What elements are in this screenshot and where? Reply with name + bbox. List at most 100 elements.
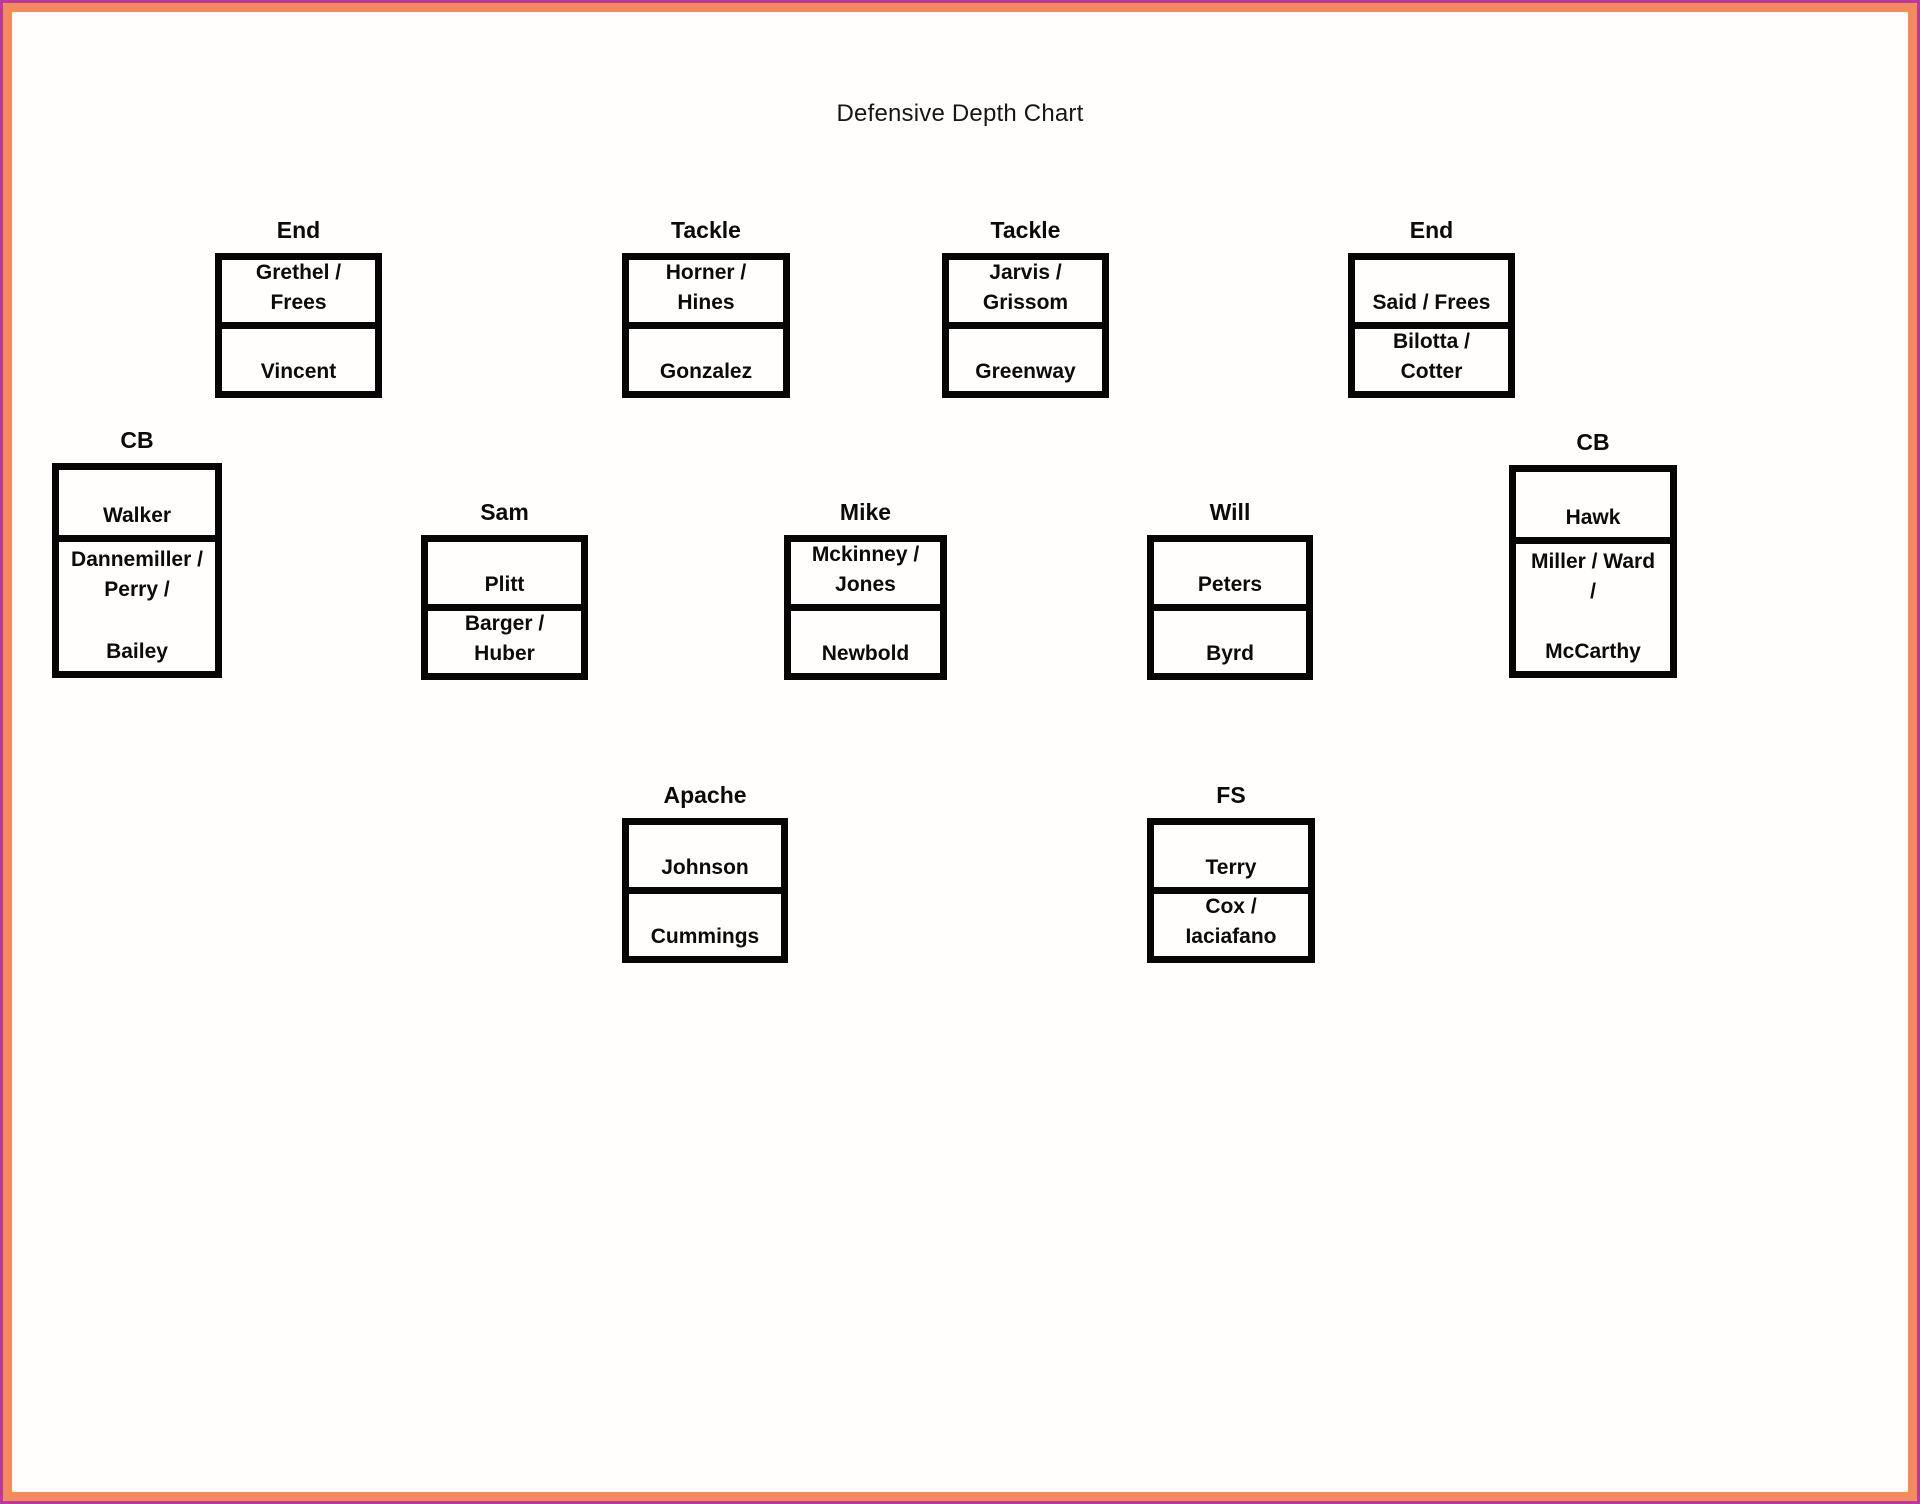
cell-tackle-right-starter: Jarvis / Grissom	[949, 260, 1102, 329]
player-name-line: Huber	[474, 642, 535, 665]
name-group: Newbold	[822, 639, 910, 669]
name-group: Johnson	[661, 853, 749, 883]
cell-mike-backup: Newbold	[791, 611, 940, 673]
position-label-fs: FS	[1216, 782, 1246, 808]
player-name-line: Jones	[835, 573, 896, 596]
position-label-end-right: End	[1409, 217, 1454, 243]
player-name-line: Grethel /	[255, 261, 342, 284]
position-label-cb-right: CB	[1576, 429, 1610, 455]
name-group: McCarthy	[1545, 637, 1641, 667]
name-group: Bailey	[106, 637, 168, 667]
player-name-line: Terry	[1205, 856, 1257, 879]
player-name-line: Bailey	[106, 640, 168, 663]
cell-apache-starter: Johnson	[629, 825, 781, 894]
player-name-line: Bilotta /	[1393, 330, 1470, 353]
player-name-line: Johnson	[661, 856, 749, 879]
cell-fs-starter: Terry	[1154, 825, 1308, 894]
player-name-line: Mckinney /	[811, 543, 920, 566]
cell-mike-starter: Mckinney / Jones	[791, 542, 940, 611]
name-group: Barger / Huber	[465, 611, 544, 669]
player-name-line: Barger /	[464, 612, 545, 635]
name-group: Gonzalez	[660, 357, 752, 387]
player-name-line: Jarvis /	[989, 261, 1062, 284]
name-group: Cox / Iaciafano	[1185, 894, 1276, 952]
position-label-mike: Mike	[839, 499, 892, 525]
player-name-line: Gonzalez	[659, 360, 753, 383]
cell-end-left-backup: Vincent	[222, 329, 375, 391]
name-group: Grethel / Frees	[256, 260, 341, 318]
player-name-line: Hawk	[1565, 506, 1621, 529]
cell-will-backup: Byrd	[1154, 611, 1306, 673]
position-label-cb-left: CB	[120, 427, 154, 453]
player-name-line: Perry /	[104, 578, 170, 601]
name-group: Dannemiller / Perry /	[71, 545, 203, 605]
name-group: Mckinney / Jones	[812, 542, 919, 600]
player-name-line: Cummings	[650, 925, 760, 948]
player-name-line: Cox /	[1205, 895, 1257, 918]
cell-sam-backup: Barger / Huber	[428, 611, 581, 673]
player-name-line: Walker	[102, 504, 172, 527]
cell-cb-right-backup: Miller / Ward / McCarthy	[1516, 544, 1670, 671]
cell-tackle-left-backup: Gonzalez	[629, 329, 783, 391]
player-name-line: Said / Frees	[1372, 291, 1491, 314]
name-group: Horner / Hines	[666, 260, 747, 318]
name-group: Said / Frees	[1373, 288, 1491, 318]
name-group: Byrd	[1206, 639, 1254, 669]
name-group: Cummings	[651, 922, 760, 952]
player-name-line: Horner /	[665, 261, 747, 284]
cell-will-starter: Peters	[1154, 542, 1306, 611]
name-group: Miller / Ward /	[1531, 547, 1655, 607]
cell-tackle-right-backup: Greenway	[949, 329, 1102, 391]
name-group: Plitt	[485, 570, 525, 600]
name-group: Vincent	[261, 357, 336, 387]
position-label-tackle-left: Tackle	[671, 217, 741, 243]
cell-cb-right-starter: Hawk	[1516, 472, 1670, 544]
cell-cb-left-starter: Walker	[59, 470, 215, 542]
player-name-line: Frees	[270, 291, 327, 314]
position-label-will: Will	[1209, 499, 1251, 525]
player-name-line: Peters	[1197, 573, 1263, 596]
cell-cb-left-backup: Dannemiller / Perry / Bailey	[59, 542, 215, 671]
player-name-line: Miller / Ward	[1530, 550, 1656, 573]
player-name-line: Dannemiller /	[71, 548, 203, 571]
player-name-line: Iaciafano	[1185, 925, 1277, 948]
player-name-line: Vincent	[260, 360, 337, 383]
name-group: Bilotta /Cotter	[1393, 329, 1470, 387]
position-label-end-left: End	[276, 217, 321, 243]
cell-tackle-left-starter: Horner / Hines	[629, 260, 783, 329]
name-group: Terry	[1206, 853, 1257, 883]
player-name-line: Byrd	[1206, 642, 1254, 665]
name-group: Hawk	[1566, 503, 1621, 533]
cell-end-left-starter: Grethel / Frees	[222, 260, 375, 329]
cell-end-right-backup: Bilotta /Cotter	[1355, 329, 1508, 391]
cell-sam-starter: Plitt	[428, 542, 581, 611]
page-title: Defensive Depth Chart	[836, 100, 1084, 127]
player-name-line: Newbold	[821, 642, 910, 665]
player-name-line: Grissom	[982, 291, 1069, 314]
cell-fs-backup: Cox / Iaciafano	[1154, 894, 1308, 956]
player-name-line: /	[1590, 580, 1596, 603]
name-group: Walker	[103, 501, 171, 531]
position-label-tackle-right: Tackle	[990, 217, 1061, 243]
position-label-sam: Sam	[480, 499, 529, 525]
cell-apache-backup: Cummings	[629, 894, 781, 956]
cell-end-right-starter: Said / Frees	[1355, 260, 1508, 329]
player-name-line: Plitt	[484, 573, 525, 596]
name-group: Peters	[1198, 570, 1262, 600]
player-name-line: Greenway	[975, 360, 1076, 383]
player-name-line: Hines	[677, 291, 735, 314]
position-label-apache: Apache	[663, 782, 747, 808]
player-name-line: McCarthy	[1545, 640, 1641, 663]
